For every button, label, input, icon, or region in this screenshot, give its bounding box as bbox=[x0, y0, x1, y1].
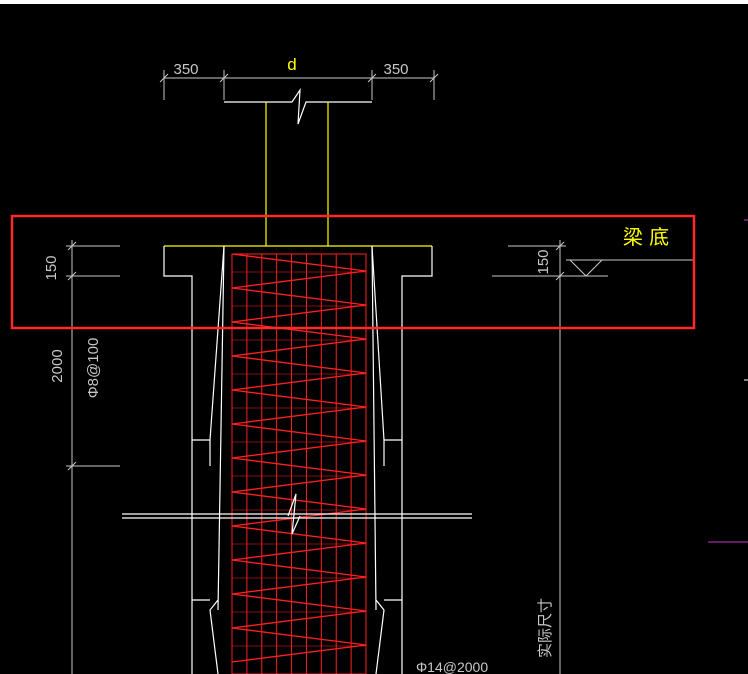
break-line bbox=[122, 493, 472, 535]
right-dimension-150 bbox=[492, 240, 694, 674]
rebar-cage-border bbox=[231, 253, 367, 674]
dim-label-350-left: 350 bbox=[173, 61, 198, 78]
beam-bottom-label: 梁 底 bbox=[623, 225, 669, 249]
bottom-rebar-note: Φ14@2000 bbox=[416, 659, 488, 674]
actual-size-label: 实际尺寸 bbox=[536, 598, 554, 658]
dim-label-150-right: 150 bbox=[535, 249, 552, 274]
formwork-outline-right bbox=[371, 245, 433, 674]
yellow-column bbox=[164, 102, 432, 247]
dim-label-2000: 2000 bbox=[49, 349, 66, 382]
top-dimension-group bbox=[159, 70, 439, 100]
dim-label-d: d bbox=[287, 55, 296, 74]
dim-label-350-right: 350 bbox=[383, 61, 408, 78]
rebar-spiral-stirrup bbox=[231, 253, 367, 663]
drawing-background bbox=[0, 4, 748, 674]
formwork-outline-left bbox=[163, 245, 225, 674]
dim-label-150-left: 150 bbox=[43, 255, 60, 280]
rebar-cage bbox=[231, 253, 367, 674]
rebar-note-phi8: Φ8@100 bbox=[85, 338, 102, 399]
highlight-box bbox=[10, 214, 696, 330]
left-dimension-150 bbox=[66, 240, 120, 674]
beam-top-outline bbox=[224, 87, 372, 125]
